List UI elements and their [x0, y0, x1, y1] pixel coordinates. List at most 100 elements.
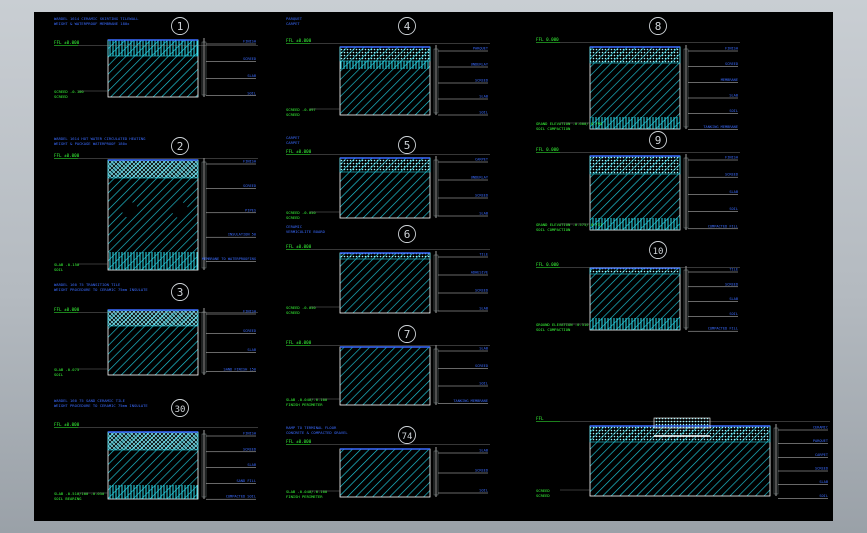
section-body	[339, 252, 431, 314]
section-tag-number: 6	[404, 228, 411, 241]
section-note: CONCRETE & COMPACTED GRAVEL	[286, 430, 348, 435]
layer-label: SLAB	[479, 95, 488, 99]
section-tag-circle	[171, 399, 189, 417]
ffl-label: FFL ±0.000	[286, 244, 312, 249]
ffl-label: FFL ±0.000	[54, 153, 80, 158]
section-tag-circle	[398, 136, 416, 154]
section-note: PARQUET	[286, 16, 303, 21]
dimension-ticks	[201, 161, 207, 269]
layer-label: SCREED	[243, 329, 256, 333]
layer-label: SCREED	[815, 467, 828, 471]
layer-label: FINISH	[243, 310, 256, 314]
lower-level-label: SLAB -0.075	[54, 367, 79, 372]
dimension-ticks	[683, 269, 689, 329]
section-tag-number: 3	[177, 286, 184, 299]
lower-level-label: SLAB -0.510/100 -0.050	[54, 491, 105, 496]
lower-level-sub: SCREED	[54, 94, 68, 99]
layer-label: INSULATION 50	[228, 233, 256, 237]
ffl-label: FFL ±0.000	[286, 38, 312, 43]
section-tag-circle	[649, 131, 667, 149]
layer-label: SLAB	[819, 480, 828, 484]
section-tag-number: 5	[404, 139, 411, 152]
base-layer	[108, 252, 198, 270]
lower-level-sub: SOIL COMPACTION	[536, 227, 571, 232]
lower-level-sub: FINISH PERIMETER	[286, 494, 323, 499]
layer-label: COMPACTED FILL	[708, 327, 738, 331]
section-note: CARPET	[286, 140, 300, 145]
layer-label: TANKING MEMBRANE	[703, 125, 738, 129]
layer-label: MEMBRANE	[721, 78, 738, 82]
dimension-ticks	[433, 48, 439, 114]
layer-label: SOIL	[479, 111, 488, 115]
section-note: WARDEL 1614 HOT WATER CIRCULATED HEATING	[54, 136, 146, 141]
layer-label: SOIL	[479, 489, 488, 493]
lower-level-label: SCREED -0.100	[54, 89, 84, 94]
section-note: WEIGHT & WATERPROOF MEMBRANE 180x	[54, 21, 130, 26]
section-tag-circle	[649, 17, 667, 35]
layer-label: SCREED	[475, 469, 488, 473]
section-tag-circle	[398, 325, 416, 343]
section-note: WARDEL 160 75 SAND CERAMIC TILE	[54, 398, 126, 403]
layer-label: FINISH	[243, 432, 256, 436]
lower-level-sub: SCREED	[286, 310, 300, 315]
section-tag-number: 1	[177, 20, 184, 33]
finish-layer	[339, 157, 431, 173]
pipe-icon	[172, 202, 188, 218]
floor-section-junction: PARQUETCARPETFFLSCREEDSCREEDCERAMICPARQU…	[536, 416, 830, 499]
lower-level-label: GRAND ELEVATION -0.575/-0.737	[536, 222, 602, 227]
finish-layer	[107, 159, 199, 179]
layer-label: COMPACTED FILL	[708, 224, 738, 228]
lower-level-label: GROUND ELEVATION -0.510	[536, 322, 589, 327]
base-layer	[590, 218, 680, 230]
finish-layer	[107, 431, 199, 451]
lower-level-label: SCREED -0.097	[286, 107, 316, 112]
section-tag-circle	[649, 241, 667, 259]
section-tag-circle	[171, 283, 189, 301]
lower-level-label: SCREED -0.050	[286, 305, 316, 310]
lower-level-sub: SOIL COMPACTION	[536, 126, 571, 131]
layer-label: SLAB	[479, 347, 488, 351]
layer-label: PIPES	[245, 208, 256, 212]
lower-level-sub: SCREED	[286, 112, 300, 117]
lower-level-sub: FINISH PERIMETER	[286, 402, 323, 407]
section-tag-number: 2	[177, 140, 184, 153]
layer-label: FINISH	[725, 156, 738, 160]
section-tag-number: 9	[655, 134, 662, 147]
ffl-label: FFL ±0.000	[54, 307, 80, 312]
ffl-label: FFL ±0.000	[286, 340, 312, 345]
dimension-ticks	[433, 348, 439, 404]
lower-level-sub: SOIL BEARING	[54, 496, 82, 501]
layer-label: SCREED	[725, 62, 738, 66]
layer-label: SCREED	[725, 173, 738, 177]
dimension-ticks	[433, 159, 439, 217]
dimension-ticks	[433, 254, 439, 312]
layer-label: SAND FILL	[237, 479, 256, 483]
section-note: CARPET	[286, 21, 300, 26]
finish-layer	[107, 39, 199, 57]
layer-label: SLAB	[729, 94, 738, 98]
dimension-ticks	[683, 48, 689, 128]
pipe-icon	[122, 202, 138, 218]
layer-label: SLAB	[729, 297, 738, 301]
layer-label: SOIL	[247, 91, 256, 95]
layer-label: PARQUET	[813, 439, 829, 443]
lower-level-label: SCREED -0.050	[286, 210, 316, 215]
section-tag-number: 7	[404, 328, 411, 341]
section-body	[339, 346, 431, 406]
layer-label: CARPET	[475, 158, 489, 162]
floor-section-2: 2 WARDEL 1614 HOT WATER CIRCULATED HEATIN…	[54, 136, 258, 272]
layer-label: FINISH	[725, 47, 738, 51]
ffl-label: FFL ±0.000	[286, 149, 312, 154]
section-tag-circle	[398, 225, 416, 243]
lower-level-sub: SCREED	[286, 215, 300, 220]
layer-label: SOIL	[729, 109, 738, 113]
layer-label: COMPACTED SOIL	[226, 495, 256, 499]
